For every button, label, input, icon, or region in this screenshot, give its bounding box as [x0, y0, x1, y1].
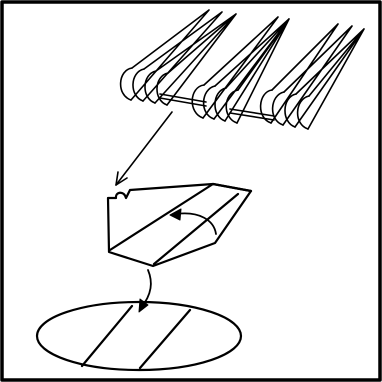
- outer-frame: [2, 2, 380, 380]
- cone-2: [192, 17, 289, 123]
- arrow-to-block: [116, 112, 172, 185]
- arrow-to-ellipse: [139, 270, 151, 312]
- cut-block: [108, 184, 251, 266]
- cut-block-edges: [110, 184, 251, 264]
- cut-block-outline: [108, 184, 251, 266]
- cone-1: [121, 10, 236, 105]
- cone-group: [121, 10, 364, 129]
- section-stripe-lines: [82, 306, 190, 368]
